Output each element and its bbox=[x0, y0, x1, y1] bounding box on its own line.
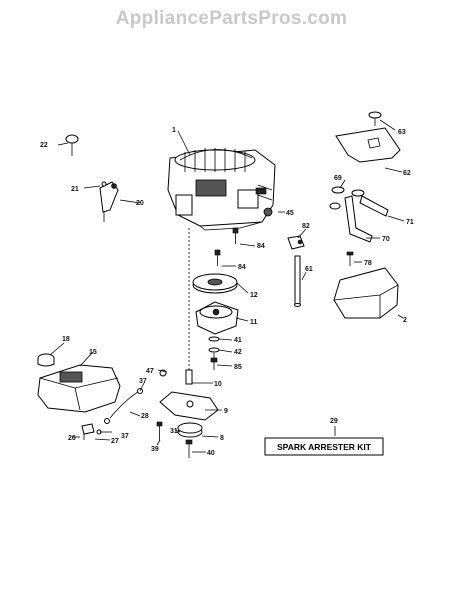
callout-28: 28 bbox=[141, 413, 149, 420]
kit-label: SPARK ARRESTER KIT bbox=[277, 442, 372, 452]
bolt-40-part[interactable] bbox=[156, 421, 193, 458]
bolt-78-part[interactable] bbox=[346, 251, 354, 266]
bolt-84-part[interactable] bbox=[214, 227, 239, 266]
fuel-cap-part[interactable] bbox=[37, 353, 55, 367]
callout-37-lower: 37 bbox=[121, 433, 129, 440]
callout-10: 10 bbox=[214, 381, 222, 388]
callout-27: 27 bbox=[111, 438, 119, 445]
callout-62: 62 bbox=[403, 170, 411, 177]
callout-40: 40 bbox=[207, 450, 215, 457]
callout-26: 26 bbox=[68, 435, 76, 442]
callout-45: 45 bbox=[286, 210, 294, 217]
dipstick-part[interactable] bbox=[65, 134, 79, 156]
callout-78: 78 bbox=[364, 260, 372, 267]
callout-9: 9 bbox=[224, 408, 228, 415]
callout-71: 71 bbox=[406, 219, 414, 226]
shaft-part[interactable] bbox=[185, 228, 193, 385]
spark-arrester-part[interactable] bbox=[287, 235, 305, 307]
idler-part[interactable] bbox=[177, 422, 203, 438]
callout-84-upper: 84 bbox=[257, 243, 265, 250]
callout-61: 61 bbox=[305, 266, 313, 273]
callout-labels: 1 2 8 9 10 11 12 15 18 20 21 22 26 27 28… bbox=[40, 127, 414, 457]
callout-42: 42 bbox=[234, 349, 242, 356]
bolt-45-part[interactable] bbox=[263, 207, 273, 217]
callout-15: 15 bbox=[89, 349, 97, 356]
callout-41: 41 bbox=[234, 337, 242, 344]
callout-84-lower: 84 bbox=[238, 264, 246, 271]
callout-31: 31 bbox=[170, 428, 178, 435]
fuel-tank-part[interactable] bbox=[37, 364, 121, 413]
watermark-text: AppliancePartsPros.com bbox=[115, 8, 348, 29]
callout-8: 8 bbox=[220, 435, 224, 442]
callout-2: 2 bbox=[403, 317, 407, 324]
callout-63: 63 bbox=[398, 129, 406, 136]
callout-21: 21 bbox=[71, 186, 79, 193]
callout-37-upper: 37 bbox=[139, 378, 147, 385]
callout-18: 18 bbox=[62, 336, 70, 343]
callout-85: 85 bbox=[234, 364, 242, 371]
callout-82: 82 bbox=[302, 223, 310, 230]
callout-22: 22 bbox=[40, 142, 48, 149]
callout-69: 69 bbox=[334, 175, 342, 182]
clutch-part[interactable] bbox=[195, 301, 239, 335]
callout-1: 1 bbox=[172, 127, 176, 134]
idler-bracket-part[interactable] bbox=[159, 391, 219, 421]
callout-47: 47 bbox=[146, 368, 154, 375]
pulley-part[interactable] bbox=[192, 273, 238, 294]
exhaust-pipe-part[interactable] bbox=[329, 186, 389, 243]
callout-29: 29 bbox=[330, 418, 338, 425]
callout-20: 20 bbox=[136, 200, 144, 207]
callout-11: 11 bbox=[250, 319, 258, 326]
muffler-part[interactable] bbox=[333, 267, 399, 319]
engine-part[interactable] bbox=[167, 148, 276, 231]
callout-39: 39 bbox=[151, 446, 159, 453]
heat-shield-part[interactable] bbox=[335, 111, 401, 163]
washer-part[interactable] bbox=[208, 336, 220, 370]
bracket-part[interactable] bbox=[99, 181, 119, 222]
leader-lines bbox=[49, 119, 405, 453]
spark-arrester-kit-box[interactable]: SPARK ARRESTER KIT bbox=[264, 437, 384, 456]
callout-12: 12 bbox=[250, 292, 258, 299]
callout-70: 70 bbox=[382, 236, 390, 243]
